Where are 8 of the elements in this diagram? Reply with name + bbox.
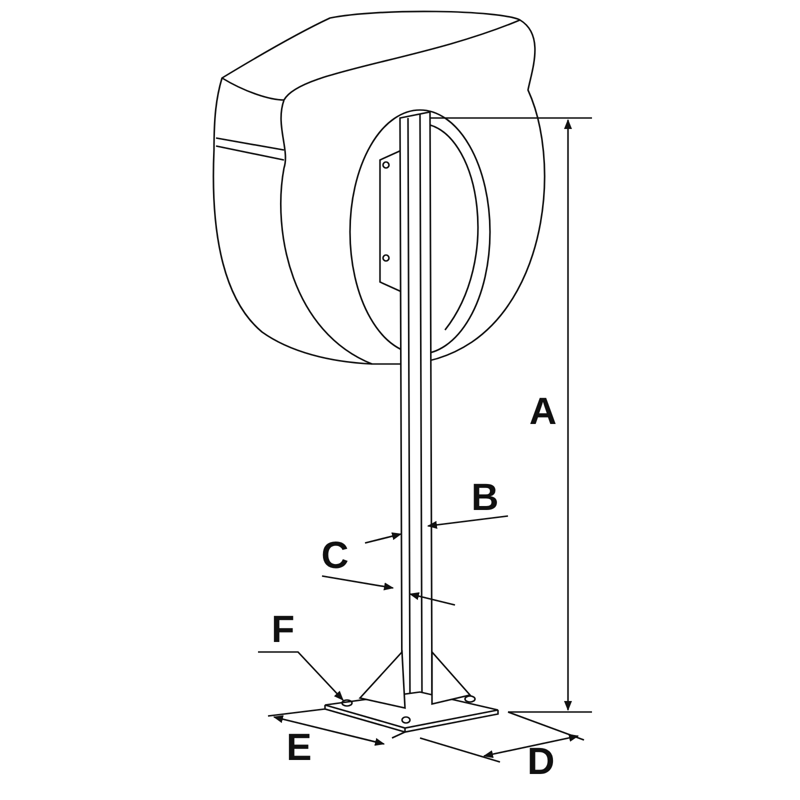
dimension-letter: A [528, 392, 558, 432]
dimension-letter: B [470, 478, 500, 518]
dimension-letter: C [320, 536, 350, 576]
leader-line [257, 651, 344, 701]
callout-letter: F [266, 610, 300, 650]
bolt-hole [341, 699, 353, 707]
dimension-letter: E [285, 728, 313, 768]
dimension-letter: D [526, 742, 556, 782]
